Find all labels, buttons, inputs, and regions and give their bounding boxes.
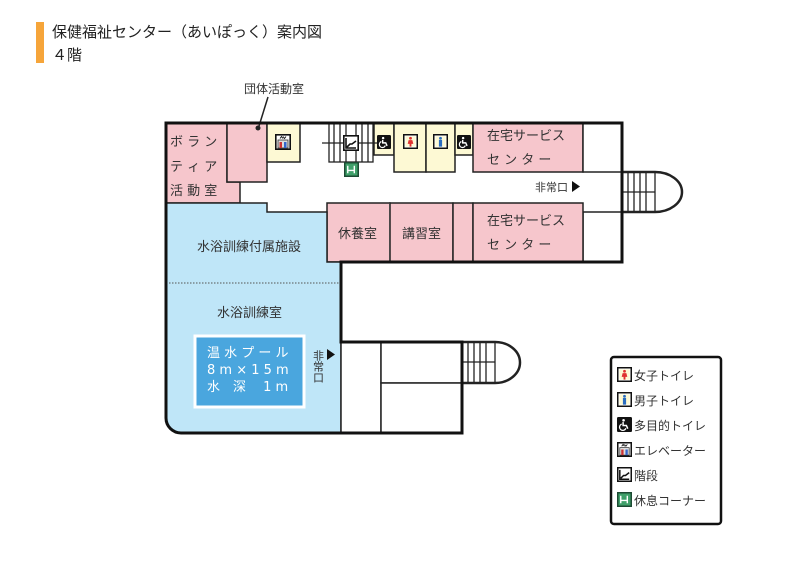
legend-men-toilet-icon (617, 392, 632, 407)
group-activity-marker (255, 125, 261, 131)
exit-east-arrow (572, 181, 580, 192)
label-volunteer-2: テ ィ ア (170, 160, 217, 175)
legend-accessible-toilet-icon (617, 417, 632, 432)
label-volunteer-1: ボ ラ ン (170, 135, 217, 150)
label-home-service-2b: セ ン タ ー (487, 238, 551, 253)
men-toilet-icon (433, 134, 448, 149)
stairs-south[interactable] (460, 340, 522, 385)
legend-stairs-icon (617, 467, 632, 482)
room-lecture[interactable] (389, 202, 454, 263)
accessible-toilet-icon (377, 135, 391, 149)
floor-label: ４階 (52, 46, 83, 64)
room-east-upper (582, 122, 623, 173)
label-pool-3: 水 深 1 m (207, 380, 288, 395)
label-home-service-2a: 在宅サービス (487, 214, 565, 229)
legend-label: 多目的トイレ (634, 418, 706, 433)
room-east-lower (582, 211, 623, 263)
accessible-toilet-icon (457, 135, 471, 149)
stairs-icon (343, 135, 359, 151)
group-activity-leader (258, 96, 269, 127)
legend-label: 階段 (634, 468, 658, 483)
page-title: 保健福祉センター（あいぽっく）案内図 (52, 23, 323, 41)
label-aquatic-annex: 水浴訓練付属施設 (197, 239, 301, 255)
building-outline (164, 121, 624, 435)
label-group-activity: 団体活動室 (244, 81, 304, 96)
label-exit-east: 非常口 (535, 181, 568, 194)
room-storage (452, 202, 474, 263)
legend-label: エレベーター (634, 444, 706, 458)
room-south-3 (380, 382, 463, 434)
legend-label: 休息コーナー (634, 493, 706, 508)
room-south-1 (340, 341, 382, 434)
label-exit-pool: 非常口 (312, 350, 325, 383)
title-accent-bar (36, 22, 44, 63)
label-pool-1: 温 水 プ ー ル (207, 346, 289, 361)
label-home-service-1a: 在宅サービス (487, 129, 565, 144)
rest-corner-icon (344, 162, 359, 177)
exit-pool-arrow (327, 349, 335, 360)
label-aquatic-training: 水浴訓練室 (217, 305, 282, 321)
legend-women-toilet-icon (617, 367, 632, 382)
elevator-icon (275, 134, 291, 150)
label-volunteer-3: 活 動 室 (170, 183, 217, 199)
pool (193, 334, 306, 409)
label-lecture-room: 講習室 (402, 226, 441, 242)
room-home-service-2[interactable] (472, 202, 584, 263)
label-rest-room: 休養室 (338, 226, 377, 242)
legend-elevator-icon (617, 442, 632, 457)
label-pool-2: 8 m × 1 5 m (207, 363, 289, 378)
label-home-service-1b: セ ン タ ー (487, 153, 551, 168)
legend-label: 女子トイレ (634, 368, 694, 383)
room-south-2 (380, 341, 463, 384)
room-home-service-1[interactable] (472, 122, 584, 173)
women-toilet-icon (403, 134, 418, 149)
legend-rest-corner-icon (617, 492, 632, 507)
room-group-activity[interactable] (226, 122, 268, 183)
legend: 女子トイレ 男子トイレ 多目的トイレ エレベーター 階段 休息コーナー (609, 355, 723, 526)
stairs-east[interactable] (620, 170, 684, 214)
legend-label: 男子トイレ (634, 394, 694, 408)
